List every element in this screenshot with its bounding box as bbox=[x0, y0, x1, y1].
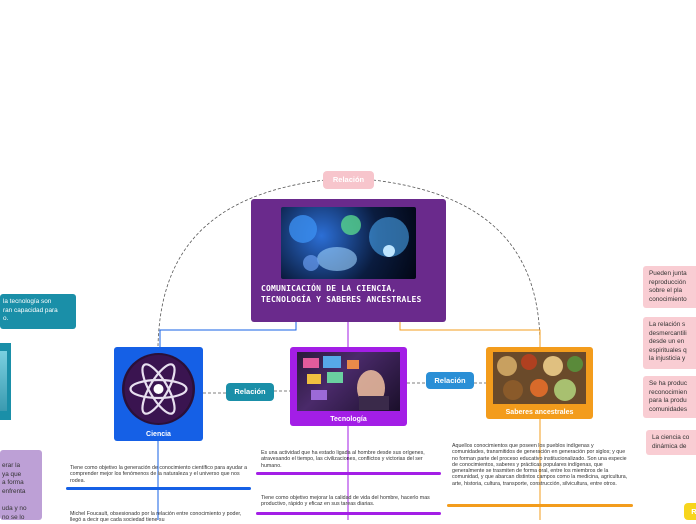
atom-icon bbox=[122, 353, 195, 425]
dashed-link-top-left bbox=[157, 179, 326, 347]
tecnologia-divider-1 bbox=[256, 472, 441, 475]
right-pink-note-4[interactable]: La ciencia co dinámica de bbox=[646, 430, 696, 455]
left-teal-note[interactable]: la tecnología son ran capacidad para o. bbox=[0, 294, 76, 329]
tecnologia-divider-2 bbox=[256, 512, 441, 515]
tecnologia-node[interactable]: Tecnología bbox=[290, 347, 407, 426]
saberes-label: Saberes ancestrales bbox=[505, 409, 574, 416]
relation-left-label[interactable]: Relación bbox=[226, 383, 274, 401]
herbs-and-spices-image bbox=[493, 352, 586, 404]
relation-top-label[interactable]: Relación bbox=[323, 171, 374, 189]
right-pink-note-3[interactable]: Se ha produc reconocimien para la produ … bbox=[643, 376, 696, 418]
technology-screens-image bbox=[297, 352, 400, 411]
right-yellow-tag[interactable]: R bbox=[684, 503, 696, 520]
central-topic-title: COMUNICACIÓN DE LA CIENCIA, TECNOLOGÍA Y… bbox=[261, 284, 422, 304]
tecnologia-label: Tecnología bbox=[330, 416, 367, 423]
right-pink-note-2[interactable]: La relación s desmercantili desde un en … bbox=[643, 317, 696, 369]
saberes-node[interactable]: Saberes ancestrales bbox=[486, 347, 593, 419]
saberes-description-1: Aquellos conocimientos que poseen los pu… bbox=[452, 443, 628, 487]
ciencia-label: Ciencia bbox=[146, 431, 171, 438]
ciencia-node[interactable]: Ciencia bbox=[114, 347, 203, 441]
ciencia-description-2: Michel Foucault, obsesionado por la rela… bbox=[70, 511, 242, 524]
tecnologia-description-1: Es una actividad que ha estado ligada al… bbox=[261, 450, 425, 469]
left-purple-note[interactable]: erar la ya que a forma enfrenta uda y no… bbox=[0, 450, 42, 520]
ciencia-divider-1 bbox=[66, 487, 251, 490]
right-pink-note-1[interactable]: Pueden junta reproducción sobre el pla c… bbox=[643, 266, 696, 308]
saberes-divider-1 bbox=[447, 504, 633, 507]
dashed-link-top-right bbox=[372, 179, 541, 347]
central-topic-node[interactable]: COMUNICACIÓN DE LA CIENCIA, TECNOLOGÍA Y… bbox=[251, 199, 446, 322]
link-central-saberes bbox=[399, 322, 541, 347]
tecnologia-description-2: Tiene como objetivo mejorar la calidad d… bbox=[261, 495, 430, 508]
relation-right-label[interactable]: Relación bbox=[426, 372, 474, 389]
left-teal-image bbox=[0, 343, 11, 420]
link-central-ciencia bbox=[159, 322, 297, 347]
ciencia-description-1: Tiene como objetivo la generación de con… bbox=[70, 465, 248, 484]
digital-brain-collage-image bbox=[281, 207, 416, 279]
